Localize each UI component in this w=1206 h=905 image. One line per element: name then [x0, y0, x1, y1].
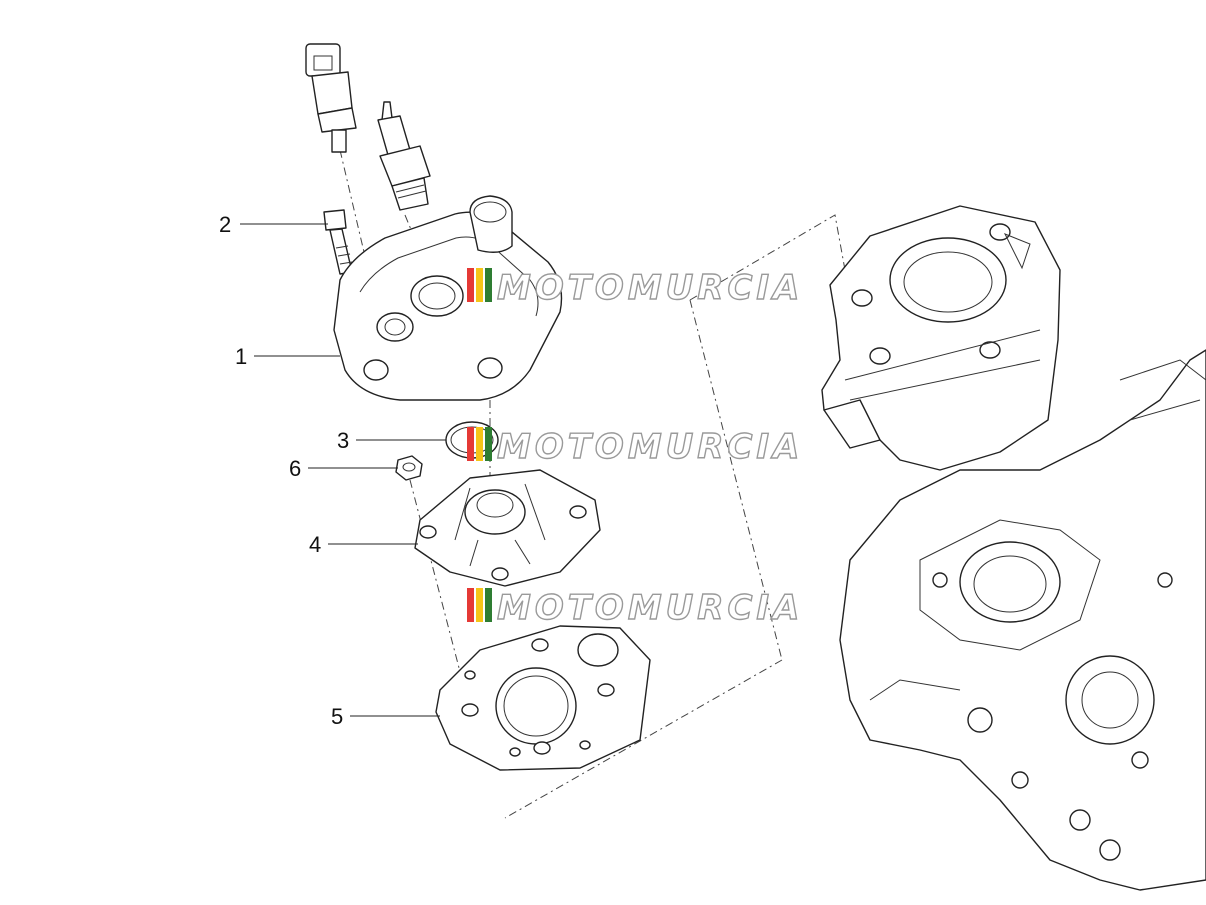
watermark-text: MOTOMURCIA — [497, 427, 803, 467]
crankcase-illustration — [839, 349, 1206, 891]
callout-3: 3 — [337, 428, 349, 453]
watermark-stripe-yellow — [476, 427, 483, 461]
bolt-illustration — [323, 209, 353, 275]
watermark-stripe-green — [485, 268, 492, 302]
watermark-text: MOTOMURCIA — [497, 588, 803, 628]
cylinder-head-illustration — [414, 469, 601, 587]
watermark-3: MOTOMURCIA — [467, 587, 803, 629]
callout-1: 1 — [235, 344, 247, 369]
head-gasket-illustration — [435, 625, 651, 771]
head-cover-illustration — [333, 195, 563, 401]
watermark-stripe-red — [467, 427, 474, 461]
watermark-1: MOTOMURCIA — [467, 267, 803, 309]
nut-illustration — [395, 455, 423, 481]
spark-plug-illustration — [377, 101, 431, 211]
callout-2: 2 — [219, 212, 231, 237]
watermark-stripe-green — [485, 427, 492, 461]
watermark-stripe-yellow — [476, 588, 483, 622]
callout-5: 5 — [331, 704, 343, 729]
watermark-2: MOTOMURCIA — [467, 426, 803, 468]
cylinder-block-illustration — [821, 205, 1061, 471]
watermark-text: MOTOMURCIA — [497, 268, 803, 308]
watermark-stripe-red — [467, 268, 474, 302]
callout-6: 6 — [289, 456, 301, 481]
watermark-stripe-green — [485, 588, 492, 622]
callout-4: 4 — [309, 532, 321, 557]
callout-numbers: 2 1 3 6 4 5 — [219, 212, 349, 729]
watermark-stripe-yellow — [476, 268, 483, 302]
watermark-stripe-red — [467, 588, 474, 622]
callout-leaders — [240, 223, 446, 717]
temperature-sensor-illustration — [305, 43, 357, 153]
